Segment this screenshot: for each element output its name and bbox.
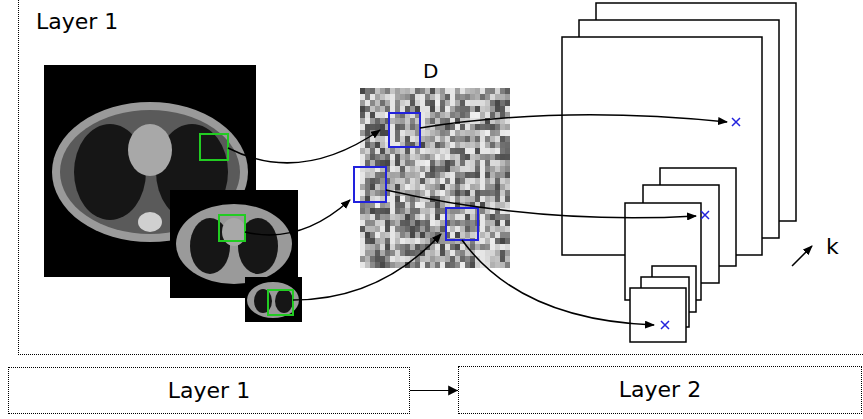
ct-scan-large xyxy=(44,65,256,277)
connector-arrow xyxy=(410,386,458,396)
channel-label: k xyxy=(826,234,839,259)
layer-label: Layer 1 xyxy=(36,9,863,34)
layer-box: Layer 1 xyxy=(8,367,410,414)
layer-label: Layer 1 xyxy=(168,378,250,403)
feature-maps xyxy=(562,3,796,342)
dictionary-label: D xyxy=(423,60,438,83)
layer-box: Layer 2 xyxy=(458,366,862,414)
layer-label: Layer 2 xyxy=(619,377,701,402)
position-marker xyxy=(661,118,740,329)
leader-arrows xyxy=(228,115,812,325)
layer-panel: Layer 1 xyxy=(18,0,863,355)
